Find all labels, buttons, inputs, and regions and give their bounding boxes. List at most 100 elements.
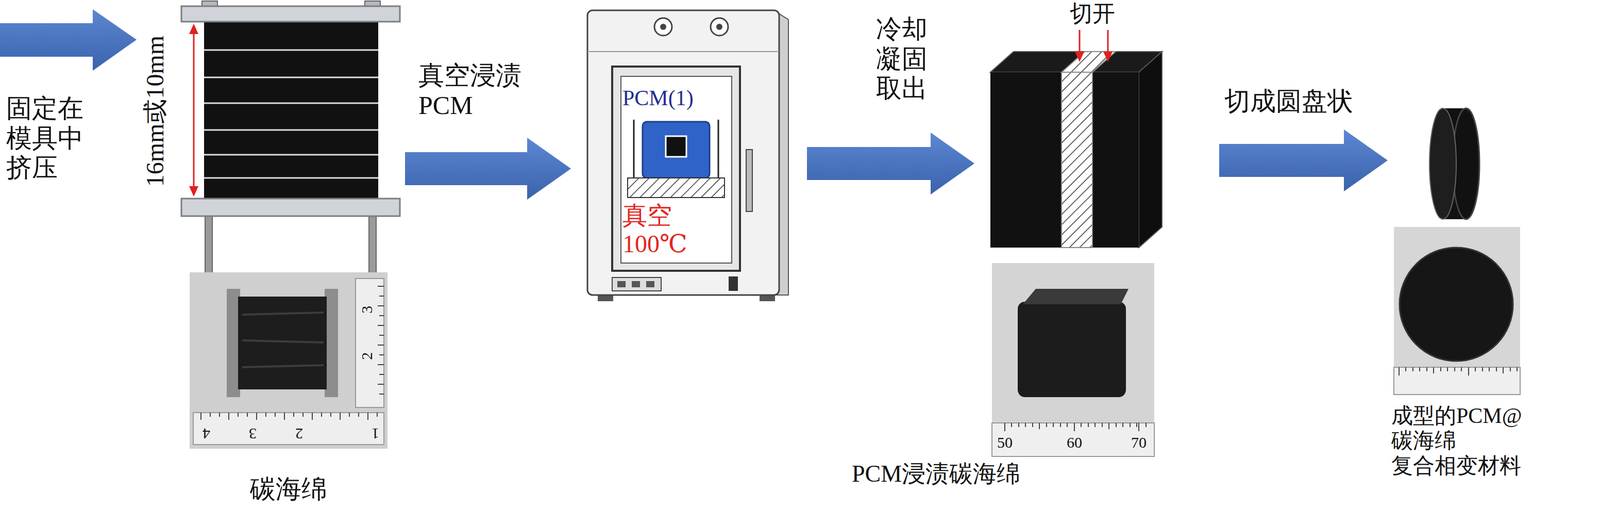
block-top	[990, 51, 1162, 73]
edge-label: 真空浸渍 PCM	[418, 60, 522, 121]
mold-rod	[368, 215, 377, 274]
block-arrow	[806, 132, 975, 195]
disk	[1429, 108, 1480, 220]
mold-plate	[181, 198, 400, 216]
photo-ground	[991, 262, 1155, 457]
stage-group: 成型的PCM@碳海绵 复合相变材料	[1388, 100, 1598, 490]
stage-group: PCM(1) 真空 100℃	[585, 4, 791, 306]
shelf	[627, 177, 725, 198]
pcm-container	[642, 121, 710, 178]
ruler-number: 50	[997, 433, 1013, 452]
caption: 碳海绵	[249, 474, 328, 504]
carbon-sponge	[238, 296, 327, 390]
block-photo	[991, 262, 1155, 457]
stage-group: 切开	[986, 0, 1166, 250]
control-button	[646, 280, 655, 288]
ruler	[991, 422, 1155, 457]
ruler-ticks	[1004, 422, 1147, 431]
oven-body	[587, 10, 780, 295]
disk-photo	[1393, 226, 1521, 395]
oven-seam	[587, 51, 780, 53]
arrow-head	[1074, 51, 1085, 62]
ruler-number: 2	[295, 424, 303, 443]
texture	[242, 312, 324, 315]
edge-label: 冷却 凝固 取出	[876, 14, 928, 104]
holder	[717, 119, 720, 178]
block-arrow	[0, 9, 137, 71]
arrow-head	[189, 186, 199, 197]
layer-line	[204, 129, 379, 131]
ruler-number: 1	[371, 424, 380, 443]
control-button	[617, 280, 626, 288]
compressed-sponge	[204, 21, 379, 199]
edge-label: 切成圆盘状	[1224, 86, 1354, 117]
ruler-number: 4	[202, 424, 211, 443]
mold-rod	[205, 215, 213, 274]
block-side	[1138, 51, 1162, 248]
oven-knob	[716, 23, 723, 30]
condition-label: 真空 100℃	[622, 200, 688, 258]
disk-sample	[1399, 247, 1513, 361]
stage-group: 16mm或10mm 碳海绵	[138, 0, 401, 505]
power-switch	[728, 276, 738, 291]
vacuum-oven	[587, 10, 789, 301]
control-panel	[612, 277, 662, 291]
texture	[242, 364, 324, 367]
impregnated-sample	[1022, 288, 1129, 305]
ruler-number: 3	[358, 305, 377, 313]
disk-face	[1429, 108, 1457, 220]
cut-arrow	[1079, 29, 1081, 54]
ruler	[355, 278, 384, 408]
oven-window	[612, 66, 740, 271]
arrow-head	[1103, 51, 1113, 62]
ruler	[1393, 366, 1521, 395]
ruler-ticks	[377, 285, 384, 394]
dimension-text: 16mm或10mm	[140, 35, 170, 187]
material-label: PCM(1)	[622, 85, 694, 111]
photo-ground	[189, 272, 388, 449]
layer-line	[204, 102, 379, 105]
cut-band	[1061, 51, 1116, 73]
layer-line	[204, 76, 379, 79]
step-label: 固定在 模具中 挤压	[6, 93, 84, 183]
block-arrow	[405, 137, 571, 200]
ruler-ticks	[1399, 366, 1518, 376]
texture	[242, 340, 324, 343]
cut-label: 切开	[1069, 1, 1116, 28]
oven-chamber	[620, 76, 732, 263]
oven-knob	[654, 18, 672, 36]
caption: PCM浸渍碳海绵	[851, 460, 1021, 488]
impregnated-sample	[1017, 301, 1126, 397]
photo-ground	[1393, 226, 1521, 395]
ruler-ticks	[200, 412, 378, 420]
layer-line	[204, 154, 379, 156]
ruler	[193, 412, 384, 445]
ruler-number: 2	[358, 351, 377, 360]
ruler-number: 60	[1066, 433, 1083, 452]
layer-line	[204, 49, 379, 52]
mold-plate	[181, 6, 400, 22]
block-front	[990, 72, 1139, 248]
arrow-head	[189, 23, 199, 35]
sponge-sample	[665, 136, 687, 157]
oven-handle	[746, 149, 753, 212]
dimension-arrow	[193, 30, 195, 190]
cut-arrow	[1107, 29, 1109, 54]
caption: 成型的PCM@碳海绵 复合相变材料	[1391, 402, 1522, 478]
ruler-number: 3	[248, 424, 257, 443]
mold	[181, 1, 400, 274]
cut-band	[1061, 72, 1093, 248]
control-button	[631, 280, 640, 288]
oven-knob	[710, 18, 729, 36]
block-arrow	[1219, 129, 1388, 192]
holder	[633, 119, 635, 178]
ruler-number: 70	[1131, 433, 1147, 452]
oven-knob	[660, 23, 667, 30]
layer-line	[204, 177, 379, 179]
